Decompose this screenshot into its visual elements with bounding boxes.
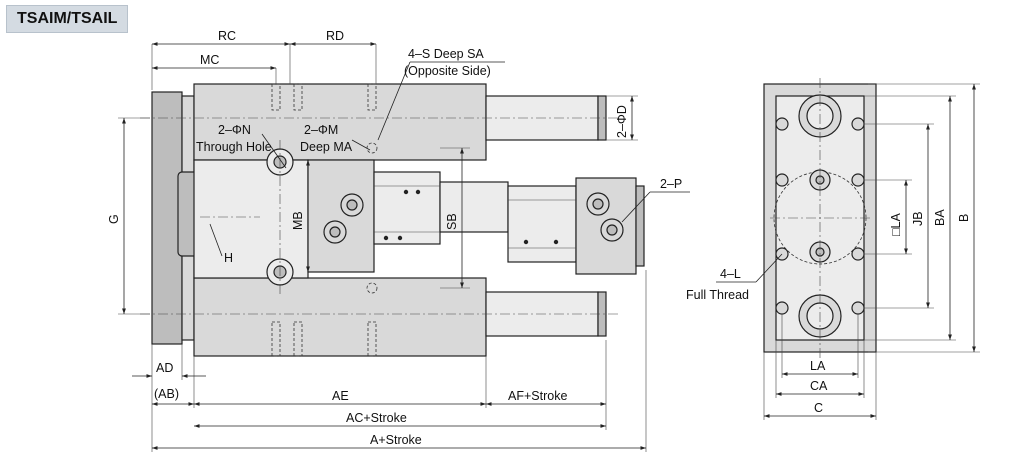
label-p: 2–P [660,177,682,191]
label-g: G [107,214,121,224]
label-c: C [814,401,823,415]
label-opposite-side: (Opposite Side) [404,64,491,78]
side-view [140,83,645,357]
end-view [763,78,877,360]
label-rd: RD [326,29,344,43]
end-view-dimensions [716,83,980,420]
label-a-stroke: A+Stroke [370,433,422,447]
label-la-bottom: LA [810,359,826,373]
label-mc: MC [200,53,219,67]
label-sb: SB [445,213,459,230]
labels: RC RD MC 4–S Deep SA (Opposite Side) 2–Φ… [107,29,971,447]
label-ad: AD [156,361,173,375]
label-la-side: □LA [889,212,903,236]
end-plate [151,91,183,345]
slide-table-left [307,159,375,273]
label-jb: JB [911,211,925,226]
lower-cylinder-body [193,277,487,357]
label-mb: MB [291,211,305,230]
label-l-thread: 4–L [720,267,741,281]
label-rc: RC [218,29,236,43]
label-s-deep-sa: 4–S Deep SA [408,47,484,61]
label-full-thread: Full Thread [686,288,749,302]
label-b: B [957,214,971,222]
label-ae: AE [332,389,349,403]
label-deep-ma: Deep MA [300,140,353,154]
label-h: H [224,251,233,265]
drawing-title: TSAIM/TSAIL [6,5,129,33]
label-through-hole: Through Hole [196,140,272,154]
label-af-stroke: AF+Stroke [508,389,567,403]
label-m-phi: 2–ΦM [304,123,338,137]
label-d-phi: 2–ΦD [615,105,629,138]
label-ca: CA [810,379,828,393]
label-ab: (AB) [154,387,179,401]
label-n-phi: 2–ΦN [218,123,251,137]
label-ac-stroke: AC+Stroke [346,411,407,425]
dimension-lines [118,42,690,452]
label-ba: BA [933,209,947,226]
